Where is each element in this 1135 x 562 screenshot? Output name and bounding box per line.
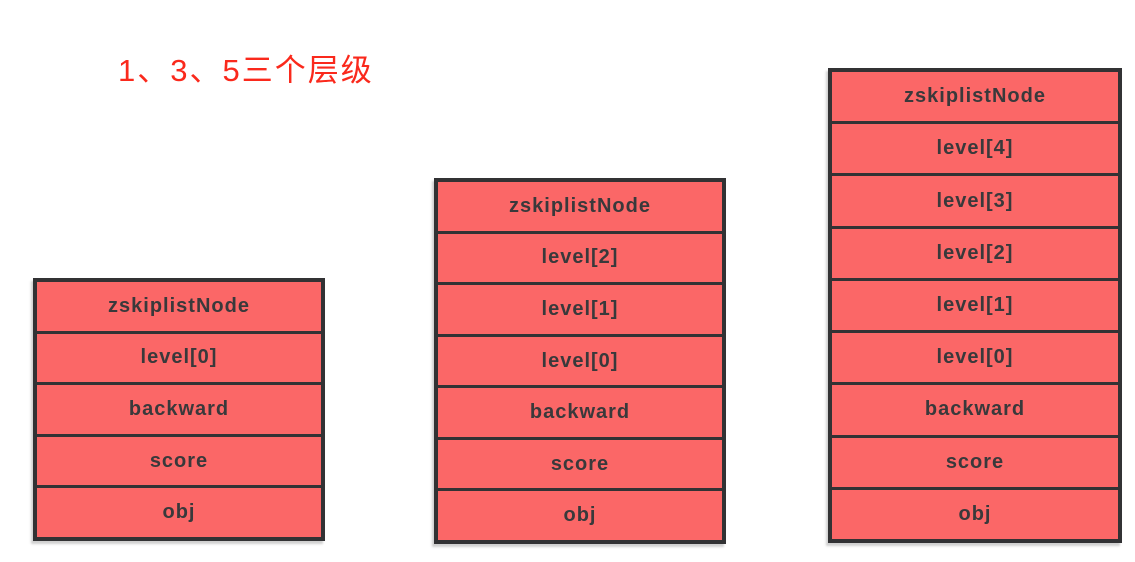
- table-header: zskiplistNode: [509, 194, 651, 217]
- table-row: backward: [832, 382, 1118, 434]
- table-header: zskiplistNode: [108, 294, 250, 317]
- table-row: level[0]: [832, 330, 1118, 382]
- table-row: backward: [37, 382, 321, 434]
- table-row: level[2]: [832, 225, 1118, 278]
- table-row: obj: [438, 488, 722, 540]
- table-row: level[0]: [37, 330, 321, 383]
- table-header: zskiplistNode: [904, 85, 1046, 108]
- table-row: score: [37, 433, 321, 486]
- table-row: level[2]: [438, 230, 722, 283]
- table-row: level[4]: [832, 121, 1118, 173]
- diagram-title: 1、3、5三个层级: [118, 53, 374, 88]
- zskiplistnode-table-1-level: zskiplistNode level[0] backward score ob…: [33, 278, 325, 541]
- table-row: backward: [438, 385, 722, 437]
- table-row: score: [438, 436, 722, 489]
- table-row: level[0]: [438, 333, 722, 386]
- table-row: score: [832, 434, 1118, 487]
- table-row: obj: [832, 486, 1118, 539]
- zskiplistnode-table-5-level: zskiplistNode level[4] level[3] level[2]…: [828, 68, 1122, 543]
- table-row: level[1]: [438, 282, 722, 334]
- table-row: level[3]: [832, 173, 1118, 225]
- table-row: level[1]: [832, 277, 1118, 330]
- table-row: obj: [37, 485, 321, 537]
- zskiplistnode-table-3-level: zskiplistNode level[2] level[1] level[0]…: [434, 178, 726, 544]
